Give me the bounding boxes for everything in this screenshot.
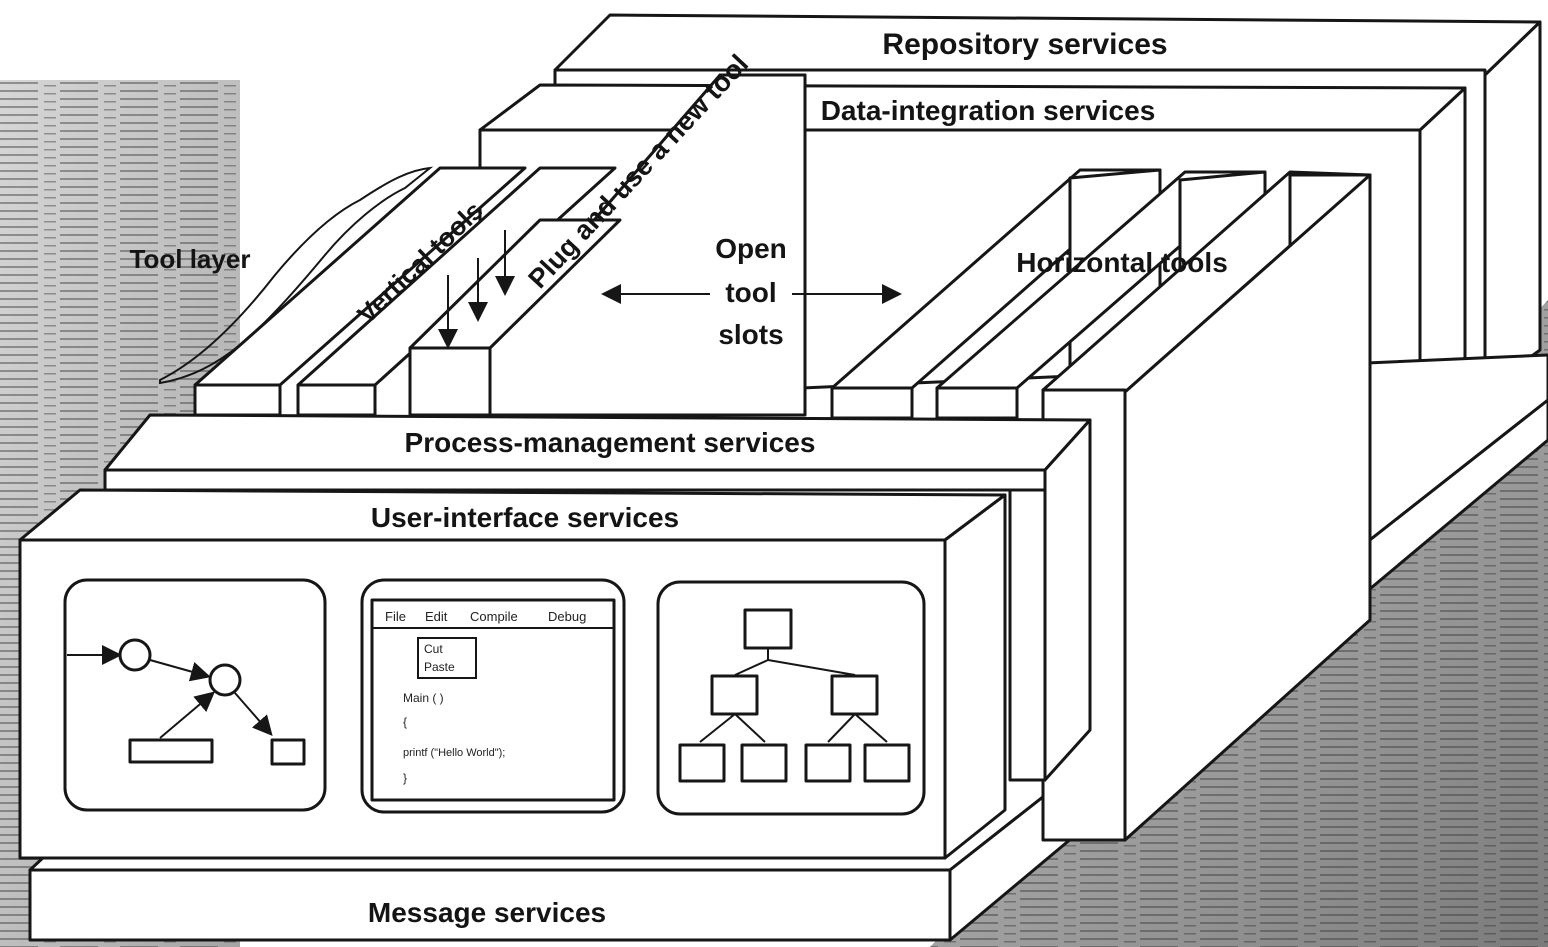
popup-cut[interactable]: Cut	[424, 642, 443, 656]
insertion-arrows	[438, 230, 515, 349]
vertical-tools	[193, 166, 622, 417]
message-services-label: Message services	[368, 897, 606, 928]
tool-layer-label: Tool layer	[130, 244, 251, 274]
new-tool-slot-block	[408, 218, 622, 417]
menu-bar: File Edit Compile Debug	[385, 609, 586, 624]
code-line: {	[403, 715, 407, 729]
code-line: printf ("Hello World");	[403, 747, 505, 759]
horizontal-tools-label: Horizontal tools	[1016, 247, 1228, 278]
open-slots-line: tool	[725, 277, 776, 308]
code-area: Main ( ) { printf ("Hello World"); }	[403, 691, 505, 785]
tree-panel	[656, 580, 926, 816]
vertical-tool-slab	[193, 166, 527, 417]
user-interface-services-label: User-interface services	[371, 502, 679, 533]
repository-services-label: Repository services	[882, 28, 1167, 61]
code-line: }	[403, 771, 407, 785]
open-slots-line: Open	[715, 233, 787, 264]
tool-layer-brace	[159, 166, 434, 385]
process-management-services-layer	[103, 413, 1092, 782]
popup-paste[interactable]: Paste	[424, 660, 455, 674]
menu-file[interactable]: File	[385, 609, 406, 624]
graph-panel	[63, 578, 327, 812]
code-line: Main ( )	[403, 691, 444, 705]
open-tool-slots-label: Open tool slots	[715, 233, 787, 350]
process-management-services-label: Process-management services	[405, 427, 816, 458]
popup-menu: Cut Paste	[417, 637, 477, 679]
editor-panel: File Edit Compile Debug Cut Paste Main (…	[360, 578, 626, 814]
data-integration-services-label: Data-integration services	[821, 95, 1156, 126]
menu-edit[interactable]: Edit	[425, 609, 448, 624]
menu-debug[interactable]: Debug	[548, 609, 586, 624]
open-slots-line: slots	[718, 319, 783, 350]
menu-compile[interactable]: Compile	[470, 609, 518, 624]
